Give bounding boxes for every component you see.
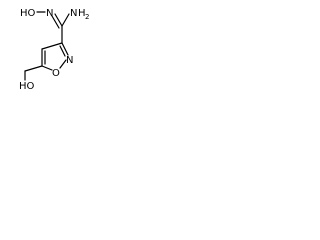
bond-oxime-n-c-second (51, 15, 60, 29)
atom-label-amine-h-count: 2 (85, 13, 89, 21)
bond-ring-n2-c3-second (59, 45, 66, 57)
bond-oxime-n-c (54, 13, 63, 27)
atom-label-ring-o: O (52, 68, 60, 79)
bond-ring-o1-n2 (59, 59, 67, 69)
atom-label-ring-n: N (66, 55, 73, 66)
atom-label-amine-n: N (70, 8, 77, 19)
bond-ring-n2-c3 (61, 42, 69, 56)
atom-label-oxime-ho: HO (20, 8, 36, 19)
bond-ring-c5-ch2 (24, 65, 43, 72)
atom-label-oxime-n: N (46, 8, 53, 19)
atom-label-hydroxymethyl-ho: HO (19, 81, 35, 92)
atom-label-amine-h: H (78, 8, 86, 19)
bond-amidine-c-n (61, 13, 70, 27)
bond-ring-c5-o1 (41, 65, 53, 71)
bond-ring-c3-c4 (41, 42, 63, 50)
chemical-structure-diagram: HO N N H 2 N O HO (19, 8, 89, 92)
